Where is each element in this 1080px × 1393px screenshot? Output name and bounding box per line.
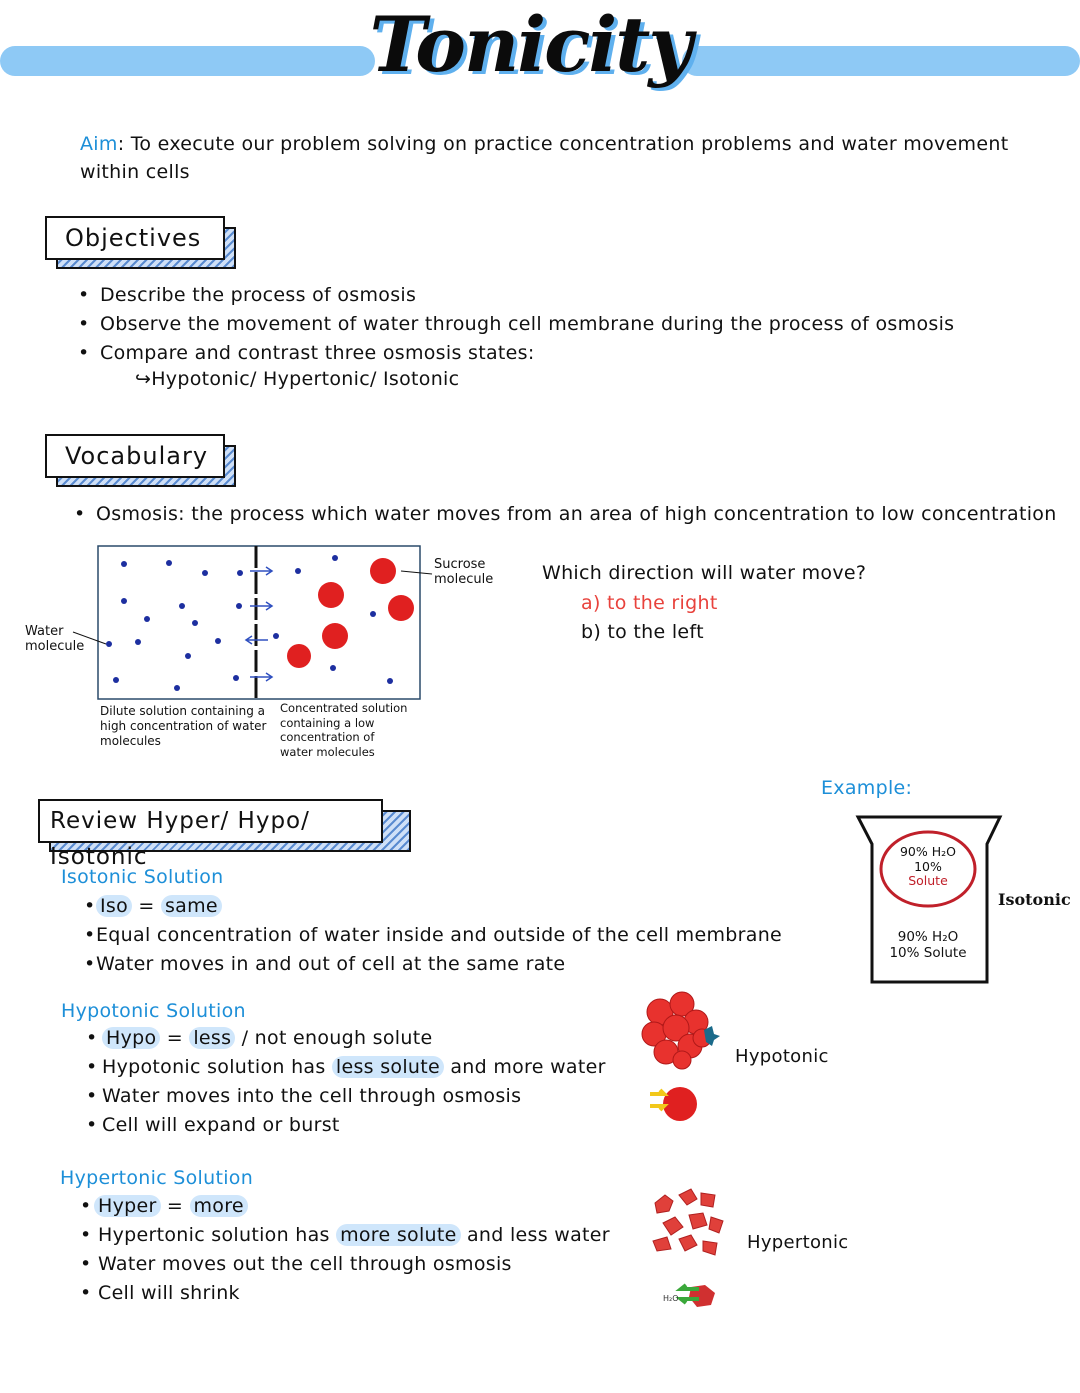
list-item: Water moves out the cell through osmosis	[80, 1250, 640, 1279]
list-item: Iso = same	[84, 892, 844, 921]
question-prompt: Which direction will water move?	[542, 562, 867, 584]
hypo-meaning: less	[189, 1027, 236, 1049]
header-bar-left	[0, 46, 375, 76]
isotonic-list: Iso = same Equal concentration of water …	[84, 892, 844, 979]
hypo-b2-post: and more water	[444, 1056, 606, 1078]
answer-option-a: a) to the right	[581, 592, 718, 614]
hyper-b2-post: and less water	[460, 1224, 610, 1246]
sucrose-label: Sucrose molecule	[434, 557, 494, 587]
hyper-b2-hl: more solute	[336, 1224, 461, 1246]
inner-water: 90% H₂O	[899, 844, 956, 859]
isotonic-example-label: Isotonic	[998, 890, 1071, 909]
iso-eq: =	[132, 895, 161, 917]
hypotonic-list: Hypo = less / not enough solute Hypotoni…	[86, 1024, 646, 1140]
objectives-sub-item: ↪Hypotonic/ Hypertonic/ Isotonic	[135, 368, 460, 390]
hypertonic-heading: Hypertonic Solution	[60, 1167, 254, 1189]
page-title: Tonicity	[369, 0, 692, 89]
list-item: Compare and contrast three osmosis state…	[78, 339, 1038, 368]
list-item: Cell will expand or burst	[86, 1111, 646, 1140]
list-item: Hypertonic solution has more solute and …	[80, 1221, 640, 1250]
hyper-eq: =	[160, 1195, 190, 1217]
dilute-caption: Dilute solution containing a high concen…	[100, 704, 267, 748]
hypo-rest: / not enough solute	[235, 1027, 433, 1049]
hypertonic-image-label: Hypertonic	[747, 1232, 849, 1253]
list-item: Cell will shrink	[80, 1279, 640, 1308]
list-item: Describe the process of osmosis	[78, 281, 1038, 310]
hyper-word: Hyper	[94, 1195, 161, 1217]
inner-solute: Solute	[908, 873, 948, 888]
hyper-meaning: more	[189, 1195, 248, 1217]
hypo-b2-hl: less solute	[331, 1056, 444, 1078]
beaker-outer-text: 90% H₂O 10% Solute	[880, 929, 976, 961]
hypo-eq: =	[160, 1027, 190, 1049]
hypertonic-list: Hyper = more Hypertonic solution has mor…	[80, 1192, 640, 1308]
list-item: Observe the movement of water through ce…	[78, 310, 1038, 339]
list-item: Water moves into the cell through osmosi…	[86, 1082, 646, 1111]
review-heading: Review Hyper/ Hypo/ Isotonic	[38, 799, 383, 870]
iso-word: Iso	[96, 895, 133, 917]
list-item: Hypo = less / not enough solute	[86, 1024, 646, 1053]
example-label: Example:	[821, 777, 913, 799]
objectives-list: Describe the process of osmosis Observe …	[78, 281, 1038, 368]
list-item: Water moves in and out of cell at the sa…	[84, 950, 844, 979]
hypo-b2-pre: Hypotonic solution has	[102, 1056, 332, 1078]
aim-label: Aim	[80, 133, 118, 155]
answer-option-b: b) to the left	[581, 621, 704, 643]
hypotonic-image-label: Hypotonic	[735, 1046, 829, 1067]
osmosis-definition: Osmosis: the process which water moves f…	[74, 500, 1074, 529]
aim-text: Aim: To execute our problem solving on p…	[80, 130, 1040, 186]
inner-percent: 10%	[914, 858, 942, 874]
hypo-word: Hypo	[102, 1027, 161, 1049]
hypotonic-heading: Hypotonic Solution	[61, 1000, 246, 1022]
aim-body: : To execute our problem solving on prac…	[80, 133, 1009, 183]
beaker-diagram	[855, 815, 1003, 984]
hyper-b2-pre: Hypertonic solution has	[98, 1224, 337, 1246]
objectives-heading: Objectives	[45, 216, 225, 260]
header-bar-right	[682, 46, 1080, 76]
list-item: Equal concentration of water inside and …	[84, 921, 844, 950]
vocabulary-list: Osmosis: the process which water moves f…	[74, 500, 1074, 529]
list-item: Hyper = more	[80, 1192, 640, 1221]
isotonic-heading: Isotonic Solution	[61, 866, 224, 888]
hypertonic-cells-image: H₂O	[652, 1188, 724, 1307]
outer-solute: 10% Solute	[889, 945, 967, 961]
vocabulary-heading: Vocabulary	[45, 434, 225, 478]
water-molecule-label: Water molecule	[25, 624, 85, 654]
beaker-inner-text: 90% H₂O 10% Solute	[883, 844, 973, 889]
list-item: Hypotonic solution has less solute and m…	[86, 1053, 646, 1082]
svg-text:H₂O: H₂O	[663, 1294, 679, 1303]
osmosis-diagram	[72, 545, 433, 700]
hypotonic-cells-image	[641, 991, 720, 1121]
iso-meaning: same	[160, 895, 222, 917]
concentrated-caption: Concentrated solution containing a low c…	[280, 701, 408, 759]
outer-water: 90% H₂O	[897, 929, 959, 945]
